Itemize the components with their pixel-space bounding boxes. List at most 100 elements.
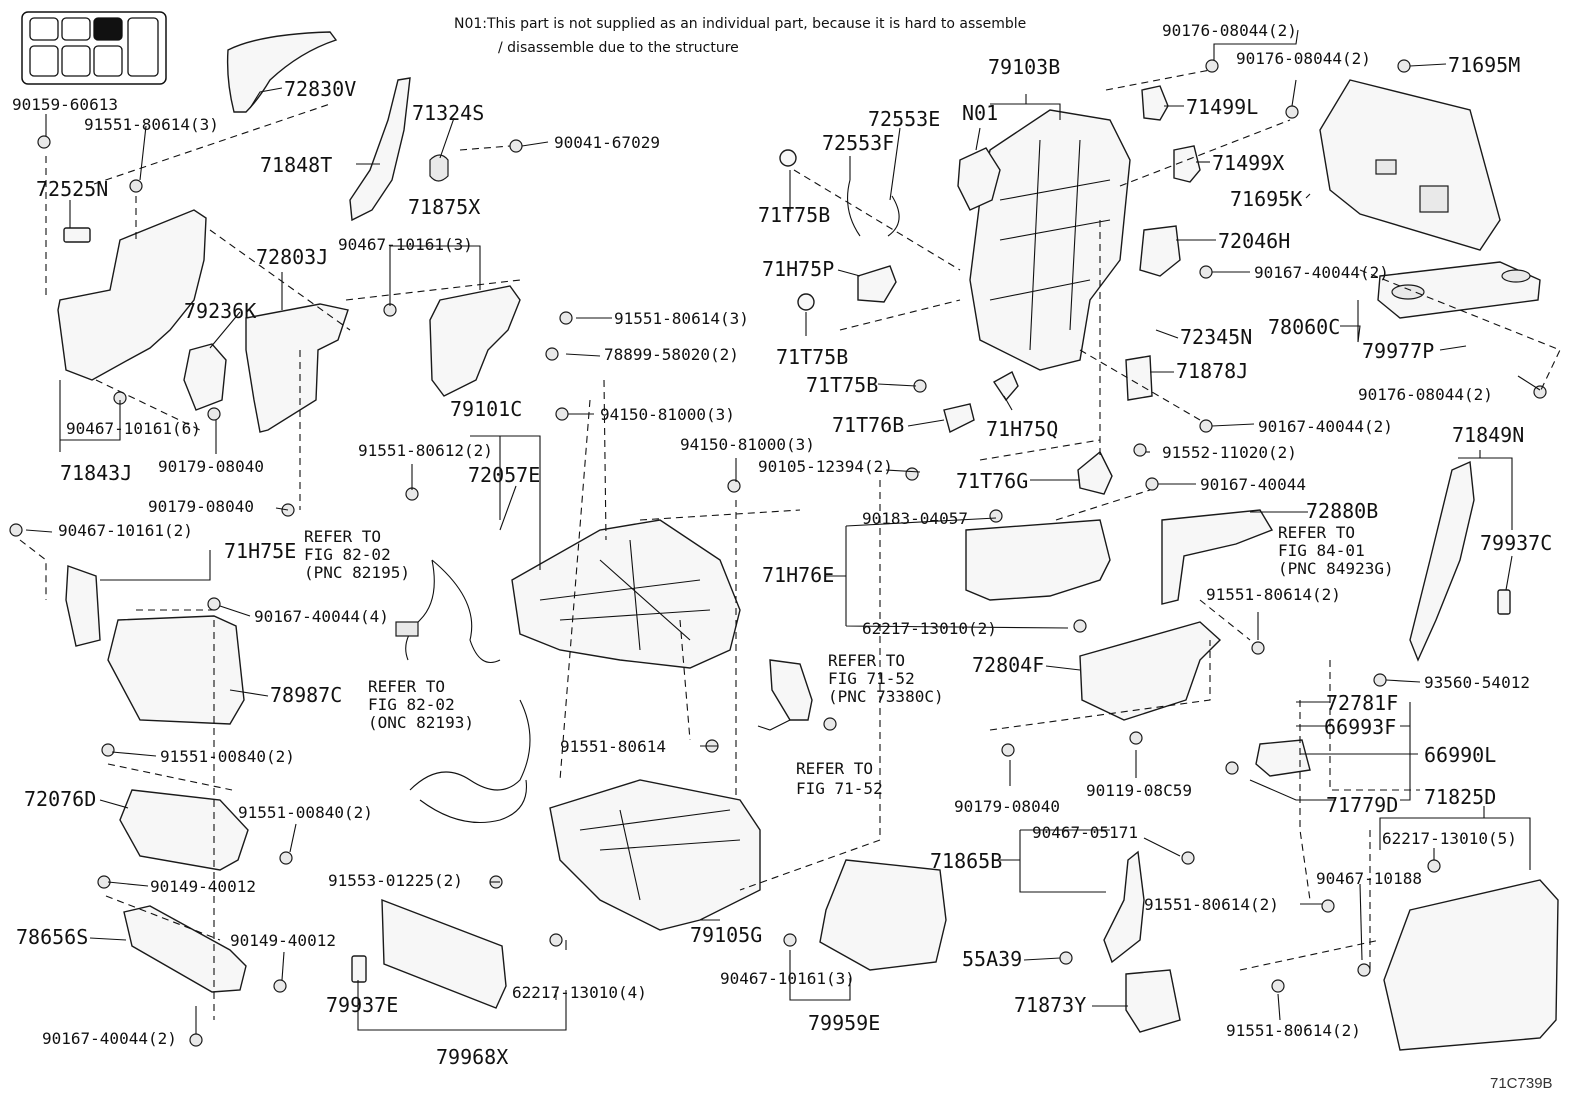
label-91552-11020-2[interactable]: 91552-11020(2) [1162, 443, 1297, 462]
ref2-line1[interactable]: REFER TO [368, 677, 445, 696]
label-72345N[interactable]: 72345N [1180, 325, 1252, 349]
label-90167-40044-2d[interactable]: 90167-40044(2) [1258, 417, 1393, 436]
label-79236K[interactable]: 79236K [184, 299, 256, 323]
label-91551-80614-2h[interactable]: 91551-80614(2) [1144, 895, 1279, 914]
label-71865B[interactable]: 71865B [930, 849, 1002, 873]
label-79959E[interactable]: 79959E [808, 1011, 880, 1035]
label-72804F[interactable]: 72804F [972, 653, 1044, 677]
label-71878J[interactable]: 71878J [1176, 359, 1248, 383]
label-79977P[interactable]: 79977P [1362, 339, 1434, 363]
label-71499X[interactable]: 71499X [1212, 151, 1284, 175]
label-71T76B[interactable]: 71T76B [832, 413, 904, 437]
ref4-line1[interactable]: REFER TO [796, 759, 873, 778]
label-72057E[interactable]: 72057E [468, 463, 540, 487]
ref2-line3[interactable]: (ONC 82193) [368, 713, 474, 732]
label-72553E[interactable]: 72553E [868, 107, 940, 131]
label-71849N[interactable]: 71849N [1452, 423, 1524, 447]
label-71T75B-a[interactable]: 71T75B [758, 203, 830, 227]
label-71T75B-b[interactable]: 71T75B [776, 345, 848, 369]
label-90167-40044-2c[interactable]: 90167-40044(2) [1254, 263, 1389, 282]
label-79103B[interactable]: 79103B [988, 55, 1060, 79]
label-90467-05171[interactable]: 90467-05171 [1032, 823, 1138, 842]
label-90176-08044-2c[interactable]: 90176-08044(2) [1358, 385, 1493, 404]
label-78656S[interactable]: 78656S [16, 925, 88, 949]
label-71T75B-c[interactable]: 71T75B [806, 373, 878, 397]
label-72076D[interactable]: 72076D [24, 787, 96, 811]
label-72830V[interactable]: 72830V [284, 77, 356, 101]
label-72046H[interactable]: 72046H [1218, 229, 1290, 253]
label-71H75P[interactable]: 71H75P [762, 257, 834, 281]
ref3-line2[interactable]: FIG 71-52 [828, 669, 915, 688]
label-90167-40044-4[interactable]: 90167-40044(4) [254, 607, 389, 626]
label-72525N[interactable]: 72525N [36, 177, 108, 201]
label-90119-08C59[interactable]: 90119-08C59 [1086, 781, 1192, 800]
label-71499L[interactable]: 71499L [1186, 95, 1258, 119]
label-90467-10188[interactable]: 90467-10188 [1316, 869, 1422, 888]
label-71848T[interactable]: 71848T [260, 153, 332, 177]
label-94150-81000-3b[interactable]: 94150-81000(3) [680, 435, 815, 454]
label-71695M[interactable]: 71695M [1448, 53, 1520, 77]
label-90041-67029[interactable]: 90041-67029 [554, 133, 660, 152]
label-72553F[interactable]: 72553F [822, 131, 894, 155]
label-90167-40044-2a[interactable]: 90167-40044(2) [42, 1029, 177, 1048]
label-90467-10161-6[interactable]: 90467-10161(6) [66, 419, 201, 438]
label-90149-40012-a[interactable]: 90149-40012 [150, 877, 256, 896]
label-72880B[interactable]: 72880B [1306, 499, 1378, 523]
label-90467-10161-2[interactable]: 90467-10161(2) [58, 521, 193, 540]
label-71843J[interactable]: 71843J [60, 461, 132, 485]
ref1-line2[interactable]: FIG 82-02 [304, 545, 391, 564]
label-79968X[interactable]: 79968X [436, 1045, 508, 1069]
label-90105-12394-2[interactable]: 90105-12394(2) [758, 457, 893, 476]
label-78060C[interactable]: 78060C [1268, 315, 1340, 339]
label-72781F[interactable]: 72781F [1326, 691, 1398, 715]
ref5-line1[interactable]: REFER TO [1278, 523, 1355, 542]
label-78899-58020-2[interactable]: 78899-58020(2) [604, 345, 739, 364]
label-71H76E[interactable]: 71H76E [762, 563, 834, 587]
label-66990L[interactable]: 66990L [1424, 743, 1496, 767]
label-66993F[interactable]: 66993F [1324, 715, 1396, 739]
label-94150-81000-3a[interactable]: 94150-81000(3) [600, 405, 735, 424]
label-91551-80614-3[interactable]: 91551-80614(3) [84, 115, 219, 134]
ref5-line3[interactable]: (PNC 84923G) [1278, 559, 1394, 578]
label-71873Y[interactable]: 71873Y [1014, 993, 1086, 1017]
label-91551-00840-2b[interactable]: 91551-00840(2) [238, 803, 373, 822]
ref1-line1[interactable]: REFER TO [304, 527, 381, 546]
label-90176-08044-2b[interactable]: 90176-08044(2) [1236, 49, 1371, 68]
label-91551-80614-3b[interactable]: 91551-80614(3) [614, 309, 749, 328]
label-90176-08044-2a[interactable]: 90176-08044(2) [1162, 21, 1297, 40]
ref5-line2[interactable]: FIG 84-01 [1278, 541, 1365, 560]
label-79937E[interactable]: 79937E [326, 993, 398, 1017]
label-78987C[interactable]: 78987C [270, 683, 342, 707]
label-90167-40044[interactable]: 90167-40044 [1200, 475, 1306, 494]
label-91551-80612-2[interactable]: 91551-80612(2) [358, 441, 493, 460]
label-91551-80614-2i[interactable]: 91551-80614(2) [1226, 1021, 1361, 1040]
label-90179-08040-a[interactable]: 90179-08040 [158, 457, 264, 476]
label-79105G[interactable]: 79105G [690, 923, 762, 947]
ref4-line2[interactable]: FIG 71-52 [796, 779, 883, 798]
label-90149-40012-b[interactable]: 90149-40012 [230, 931, 336, 950]
label-91553-01225-2[interactable]: 91553-01225(2) [328, 871, 463, 890]
label-71779D[interactable]: 71779D [1326, 793, 1398, 817]
label-90183-04057[interactable]: 90183-04057 [862, 509, 968, 528]
label-62217-13010-5[interactable]: 62217-13010(5) [1382, 829, 1517, 848]
label-93560-54012[interactable]: 93560-54012 [1424, 673, 1530, 692]
ref3-line1[interactable]: REFER TO [828, 651, 905, 670]
label-71324S[interactable]: 71324S [412, 101, 484, 125]
label-90159-60613[interactable]: 90159-60613 [12, 95, 118, 114]
label-79101C[interactable]: 79101C [450, 397, 522, 421]
label-90179-08040-b[interactable]: 90179-08040 [148, 497, 254, 516]
label-71875X[interactable]: 71875X [408, 195, 480, 219]
label-55A39[interactable]: 55A39 [962, 947, 1022, 971]
label-90179-08040-c[interactable]: 90179-08040 [954, 797, 1060, 816]
label-91551-80614[interactable]: 91551-80614 [560, 737, 666, 756]
label-71H75E[interactable]: 71H75E [224, 539, 296, 563]
label-71825D[interactable]: 71825D [1424, 785, 1496, 809]
ref1-line3[interactable]: (PNC 82195) [304, 563, 410, 582]
label-62217-13010-4[interactable]: 62217-13010(4) [512, 983, 647, 1002]
label-N01[interactable]: N01 [962, 101, 998, 125]
label-91551-80614-2g[interactable]: 91551-80614(2) [1206, 585, 1341, 604]
label-90467-10161-3a[interactable]: 90467-10161(3) [338, 235, 473, 254]
label-62217-13010-2[interactable]: 62217-13010(2) [862, 619, 997, 638]
label-91551-00840-2a[interactable]: 91551-00840(2) [160, 747, 295, 766]
ref2-line2[interactable]: FIG 82-02 [368, 695, 455, 714]
